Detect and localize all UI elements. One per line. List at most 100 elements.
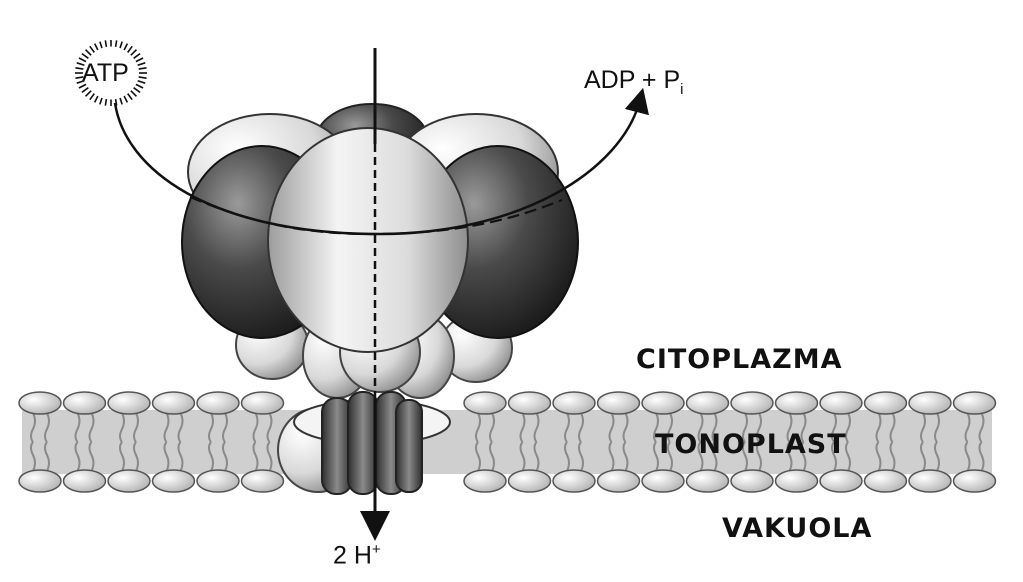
lipid-tail bbox=[44, 441, 50, 472]
lipid-tail bbox=[30, 412, 36, 443]
lipid-tail bbox=[711, 441, 718, 472]
lipid-head bbox=[641, 469, 685, 493]
burst-ray bbox=[118, 41, 123, 50]
lipid-tail bbox=[489, 441, 495, 472]
atp-hydrolysis-arrow-hidden bbox=[189, 195, 563, 236]
lipid-head bbox=[908, 469, 952, 493]
burst-ray bbox=[99, 41, 104, 50]
lipid-head bbox=[552, 469, 596, 493]
burst-ray bbox=[130, 90, 138, 97]
burst-ray bbox=[137, 79, 146, 84]
lipid-tail bbox=[667, 412, 673, 443]
lipid-head bbox=[641, 391, 685, 415]
lipid-head bbox=[819, 391, 863, 415]
lipid-tail bbox=[608, 441, 615, 472]
lipid-tail bbox=[208, 441, 214, 472]
lipid-head bbox=[18, 469, 62, 493]
lipid-tail bbox=[266, 441, 273, 472]
burst-ray bbox=[99, 96, 104, 105]
lipid-head bbox=[151, 391, 196, 415]
lipid-tail bbox=[564, 412, 570, 443]
lipid-tail bbox=[653, 441, 659, 472]
center-light-subunit bbox=[267, 127, 469, 353]
lipid-head bbox=[730, 469, 774, 493]
lipid-head bbox=[863, 391, 908, 415]
burst-ray bbox=[93, 94, 100, 103]
lipid-head bbox=[463, 469, 507, 493]
lipid-head bbox=[151, 469, 196, 493]
lipid-head bbox=[107, 391, 151, 415]
lipid-tail bbox=[533, 441, 540, 472]
proton-channel bbox=[321, 391, 423, 495]
burst-ray bbox=[126, 92, 133, 101]
lipid-tail bbox=[252, 441, 259, 472]
lipid-tail bbox=[608, 412, 615, 443]
lipid-tail bbox=[489, 412, 495, 443]
membrane-core bbox=[22, 410, 992, 474]
lipid-tail bbox=[74, 441, 81, 472]
lipid-tail bbox=[875, 441, 882, 472]
lipid-tail bbox=[964, 441, 971, 472]
lipid-tail bbox=[653, 412, 659, 443]
lipid-tail bbox=[533, 412, 540, 443]
lipid-tail bbox=[252, 412, 259, 443]
lipid-tail bbox=[786, 412, 793, 443]
cytoplasm-label: CITOPLAZMA bbox=[636, 344, 843, 375]
lipid-tail bbox=[831, 412, 837, 443]
lipid-head bbox=[18, 391, 62, 415]
lipid-head bbox=[685, 391, 730, 415]
lipid-tail bbox=[475, 441, 481, 472]
burst-ray bbox=[76, 79, 85, 84]
lipid-head bbox=[952, 391, 997, 415]
lipid-tail bbox=[119, 412, 125, 443]
burst-ray bbox=[137, 62, 146, 67]
atp-burst bbox=[75, 40, 147, 106]
lipid-heads-bottom bbox=[18, 469, 997, 493]
lipid-tail bbox=[163, 412, 170, 443]
lipid-head bbox=[463, 391, 507, 415]
lipid-tail bbox=[74, 412, 81, 443]
lipid-tail bbox=[889, 441, 896, 472]
lipid-tail bbox=[133, 412, 139, 443]
lipid-tails bbox=[30, 412, 985, 472]
burst-ray bbox=[84, 49, 92, 56]
lipid-tail bbox=[222, 441, 228, 472]
lipid-tail bbox=[519, 441, 526, 472]
burst-ray bbox=[78, 57, 87, 63]
burst-ray bbox=[122, 94, 129, 103]
burst-ray bbox=[89, 45, 96, 54]
lipid-tail bbox=[920, 441, 926, 472]
lipid-tail bbox=[711, 412, 718, 443]
lipid-tail bbox=[177, 412, 184, 443]
lipid-tail bbox=[742, 441, 748, 472]
lipid-tail bbox=[697, 441, 704, 472]
burst-ray bbox=[122, 43, 129, 52]
lipid-head bbox=[819, 469, 863, 493]
lipid-head bbox=[507, 391, 552, 415]
burst-ray bbox=[118, 96, 123, 105]
lipid-tail bbox=[845, 441, 851, 472]
lipid-head bbox=[596, 391, 641, 415]
lipid-tail bbox=[119, 441, 125, 472]
lipid-tail bbox=[266, 412, 273, 443]
lipid-tail bbox=[742, 412, 748, 443]
proton-label: 2 H+ bbox=[333, 541, 381, 570]
burst-ray bbox=[135, 83, 144, 89]
lipid-tail bbox=[756, 441, 762, 472]
lipid-tail bbox=[831, 441, 837, 472]
lipid-tail bbox=[564, 441, 570, 472]
lipid-tail bbox=[845, 412, 851, 443]
burst-ray bbox=[93, 43, 100, 52]
lipid-tail bbox=[920, 412, 926, 443]
lipid-head bbox=[774, 391, 819, 415]
lipid-head bbox=[107, 469, 151, 493]
lipid-tail bbox=[978, 441, 985, 472]
lipid-head bbox=[240, 391, 285, 415]
lipid-head bbox=[730, 391, 774, 415]
burst-ray bbox=[138, 67, 147, 70]
burst-ray bbox=[81, 52, 89, 59]
tonoplast-membrane bbox=[18, 391, 997, 493]
lipid-tail bbox=[800, 412, 807, 443]
atp-label: ATP bbox=[82, 59, 129, 87]
lipid-head bbox=[196, 469, 240, 493]
